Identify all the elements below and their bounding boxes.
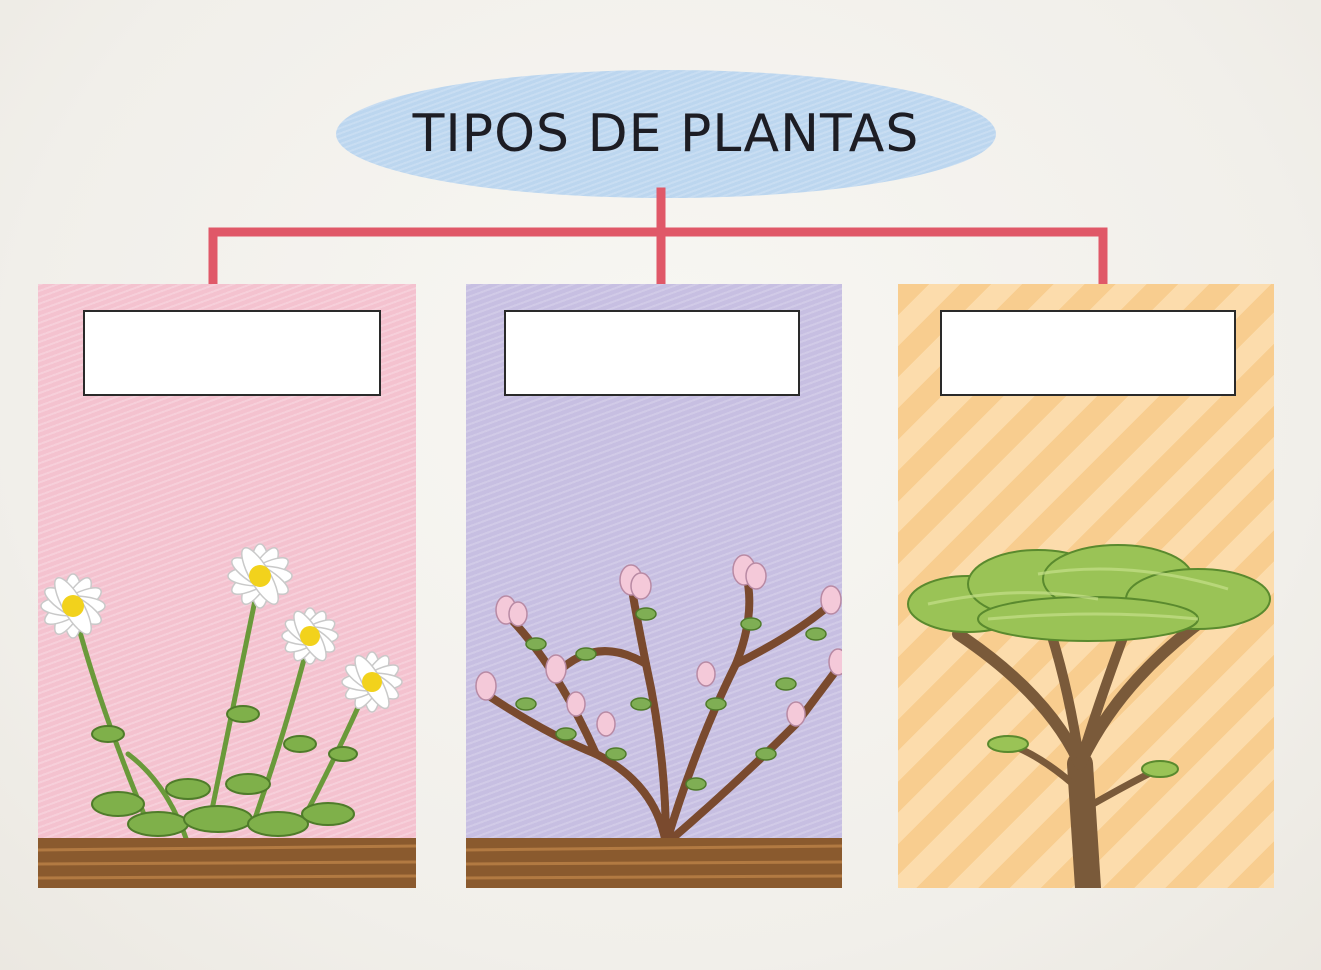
title-oval: TIPOS DE PLANTAS [336,70,996,198]
category-panel-shrub [466,284,842,888]
diagram-title: TIPOS DE PLANTAS [412,104,920,164]
soil-strip [466,838,842,888]
daisy-flowers [40,543,403,713]
label-box-shrub[interactable] [504,310,800,396]
soil-strip [38,838,416,888]
label-box-herb[interactable] [83,310,381,396]
label-box-tree[interactable] [940,310,1236,396]
category-panel-herb [38,284,416,888]
connector-lines [208,187,1108,289]
daisy-herb-icon [40,543,403,847]
umbrella-tree-icon [907,544,1271,888]
category-panel-tree [898,284,1274,888]
flowering-shrub-icon [475,554,842,848]
